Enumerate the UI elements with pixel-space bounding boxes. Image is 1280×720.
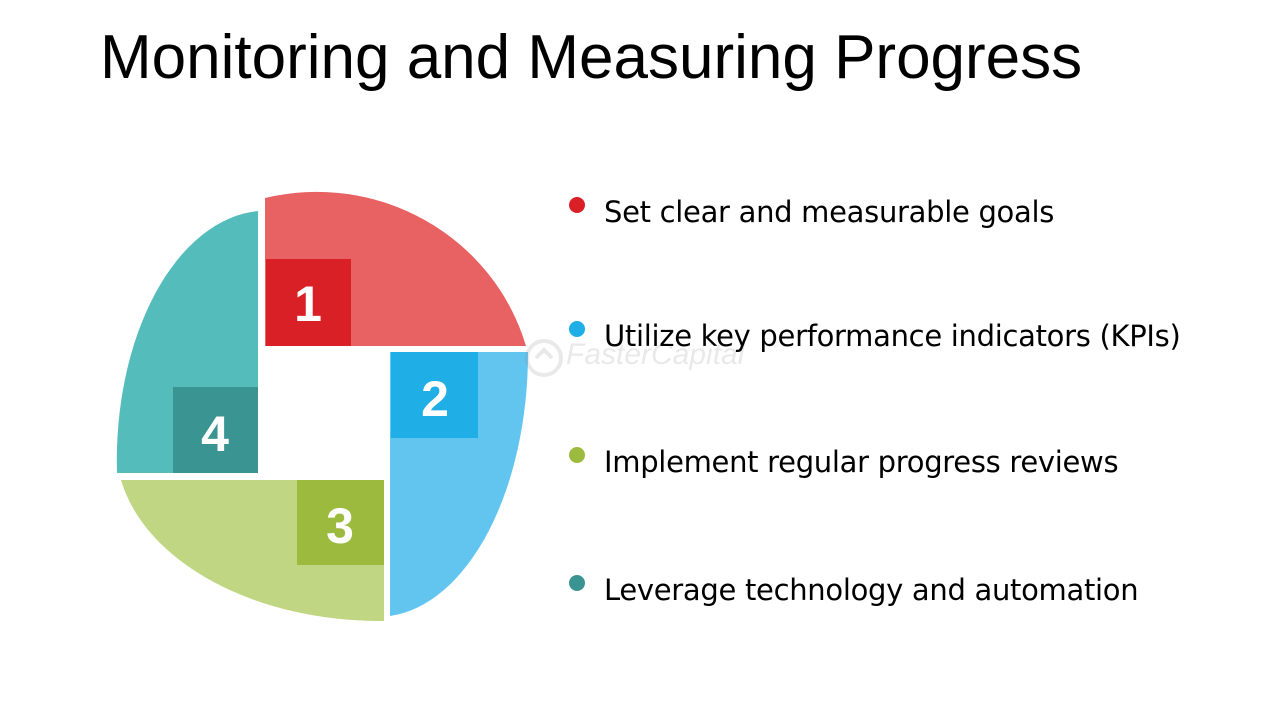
legend-label: Leverage technology and automation (604, 573, 1139, 607)
quadrant-2-box (391, 352, 478, 438)
quadrant-1-box (266, 259, 351, 346)
watermark-text: FasterCapital (566, 338, 745, 371)
legend-bullet (569, 575, 585, 591)
quadrant-3-number: 3 (326, 498, 354, 554)
page-title: Monitoring and Measuring Progress (100, 23, 1083, 92)
watermark: FasterCapital (522, 336, 762, 380)
legend-label: Utilize key performance indicators (KPIs… (604, 319, 1181, 353)
quadrant-1-number: 1 (294, 276, 322, 332)
legend-label: Set clear and measurable goals (604, 195, 1055, 229)
legend: Set clear and measurable goals Utilize k… (565, 0, 1265, 720)
legend-label: Implement regular progress reviews (604, 445, 1119, 479)
legend-bullet (569, 321, 585, 337)
quadrant-4-number: 4 (201, 406, 229, 462)
legend-bullet (569, 197, 585, 213)
quadrant-3-box (297, 480, 384, 565)
quadrant-4-box (173, 387, 258, 473)
quadrant-2-number: 2 (421, 371, 449, 427)
watermark-logo-icon (525, 339, 563, 377)
legend-bullet (569, 447, 585, 463)
